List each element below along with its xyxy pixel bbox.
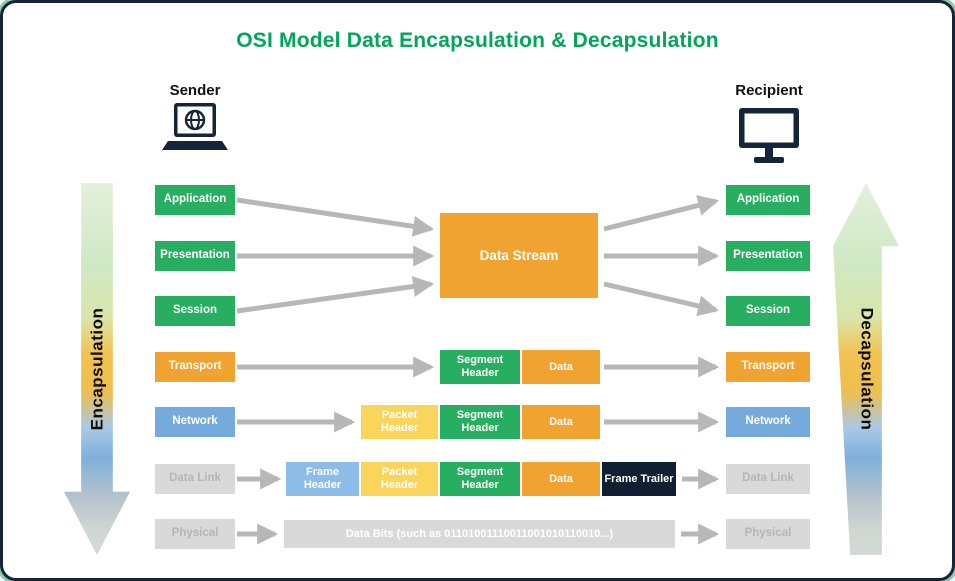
encapsulation-label-wrap: Encapsulation (64, 183, 130, 555)
layer-left-session: Session (155, 296, 235, 326)
layer-right-application: Application (726, 185, 810, 215)
layer-left-application: Application (155, 185, 235, 215)
pdu-datalink-packet-header: Packet Header (361, 462, 438, 496)
encapsulation-label: Encapsulation (87, 307, 106, 431)
layer-left-physical: Physical (155, 519, 235, 549)
arrow-session-to-stream (236, 276, 435, 314)
laptop-globe-icon (162, 103, 228, 150)
monitor-icon (739, 108, 799, 163)
decapsulation-label-wrap: Decapsulation (833, 183, 899, 555)
pdu-network-data: Data (522, 405, 600, 439)
layer-left-presentation: Presentation (155, 241, 235, 271)
pdu-network-segment-header: Segment Header (440, 405, 520, 439)
pdu-datalink-frame-header: Frame Header (286, 462, 359, 496)
decapsulation-label: Decapsulation (857, 307, 877, 431)
recipient-label: Recipient (735, 82, 803, 99)
pdu-physical-data-bits: Data Bits (such as 011010011100110010101… (284, 520, 675, 548)
layer-left-network: Network (155, 407, 235, 437)
pdu-network-packet-header: Packet Header (361, 405, 438, 439)
arrow-stream-to-application (603, 195, 720, 232)
layer-left-datalink: Data Link (155, 464, 235, 494)
pdu-datalink-frame-trailer: Frame Trailer (602, 462, 676, 496)
layer-right-presentation: Presentation (726, 241, 810, 271)
data-stream-box: Data Stream (440, 213, 598, 298)
pdu-transport-data: Data (522, 350, 600, 384)
layer-right-session: Session (726, 296, 810, 326)
layer-right-physical: Physical (726, 519, 810, 549)
layer-right-network: Network (726, 407, 810, 437)
pdu-transport-segment-header: Segment Header (440, 350, 520, 384)
layer-left-transport: Transport (155, 352, 235, 382)
pdu-datalink-data: Data (522, 462, 600, 496)
diagram-title: OSI Model Data Encapsulation & Decapsula… (236, 29, 719, 52)
sender-label: Sender (169, 82, 221, 99)
layer-right-datalink: Data Link (726, 464, 810, 494)
pdu-datalink-segment-header: Segment Header (440, 462, 520, 496)
arrow-stream-to-session (603, 281, 720, 317)
arrow-application-to-stream (236, 197, 435, 237)
layer-right-transport: Transport (726, 352, 810, 382)
